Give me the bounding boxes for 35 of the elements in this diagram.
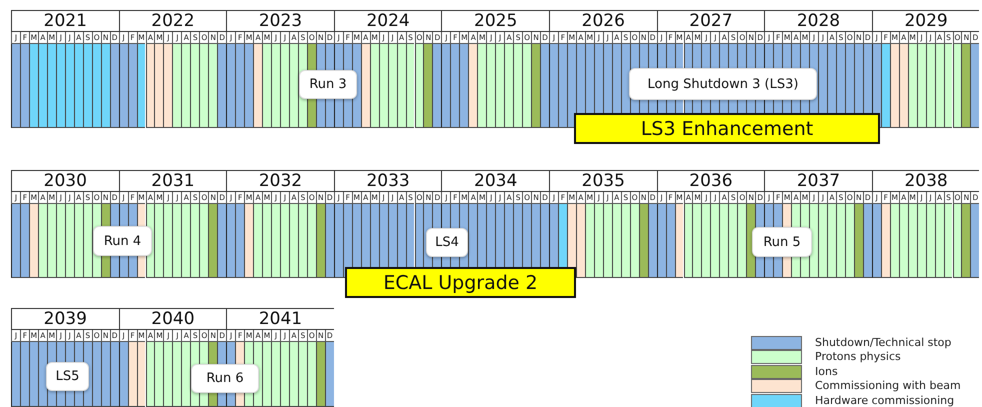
upgrade-banner: LS3 Enhancement bbox=[574, 113, 880, 144]
legend-label: Protons physics bbox=[815, 350, 901, 364]
year-label: 2037 bbox=[764, 170, 872, 192]
legend-label: Shutdown/Technical stop bbox=[815, 336, 952, 350]
year-label: 2032 bbox=[226, 170, 334, 192]
year-label: 2036 bbox=[656, 170, 764, 192]
year-label: 2026 bbox=[549, 10, 657, 32]
year-label: 2025 bbox=[441, 10, 549, 32]
year-label: 2040 bbox=[118, 308, 226, 330]
legend-label: Commissioning with beam bbox=[815, 379, 961, 394]
year-label: 2021 bbox=[11, 10, 119, 32]
phase-label: LS4 bbox=[426, 228, 468, 257]
upgrade-banner: ECAL Upgrade 2 bbox=[345, 267, 576, 298]
phase-label: Run 5 bbox=[752, 227, 812, 257]
year-label: 2035 bbox=[549, 170, 657, 192]
year-label: 2022 bbox=[118, 10, 226, 32]
phase-label: Run 4 bbox=[93, 226, 152, 256]
year-label: 2030 bbox=[11, 170, 119, 192]
phase-label: Run 3 bbox=[299, 70, 357, 99]
year-label: 2027 bbox=[656, 10, 764, 32]
year-label: 2024 bbox=[334, 10, 442, 32]
year-label: 2034 bbox=[441, 170, 549, 192]
year-label: 2038 bbox=[872, 170, 980, 192]
year-label: 2029 bbox=[872, 10, 980, 32]
legend-label: Hardware commissioning bbox=[815, 394, 954, 407]
year-label: 2028 bbox=[764, 10, 872, 32]
year-label: 2033 bbox=[334, 170, 442, 192]
year-label: 2041 bbox=[226, 308, 334, 330]
phase-label: LS5 bbox=[46, 362, 89, 391]
phase-label: Run 6 bbox=[191, 364, 259, 393]
year-label: 2039 bbox=[11, 308, 119, 330]
legend-label: Ions bbox=[815, 364, 838, 379]
year-label: 2023 bbox=[226, 10, 334, 32]
year-label: 2031 bbox=[118, 170, 226, 192]
phase-label: Long Shutdown 3 (LS3) bbox=[629, 68, 817, 100]
